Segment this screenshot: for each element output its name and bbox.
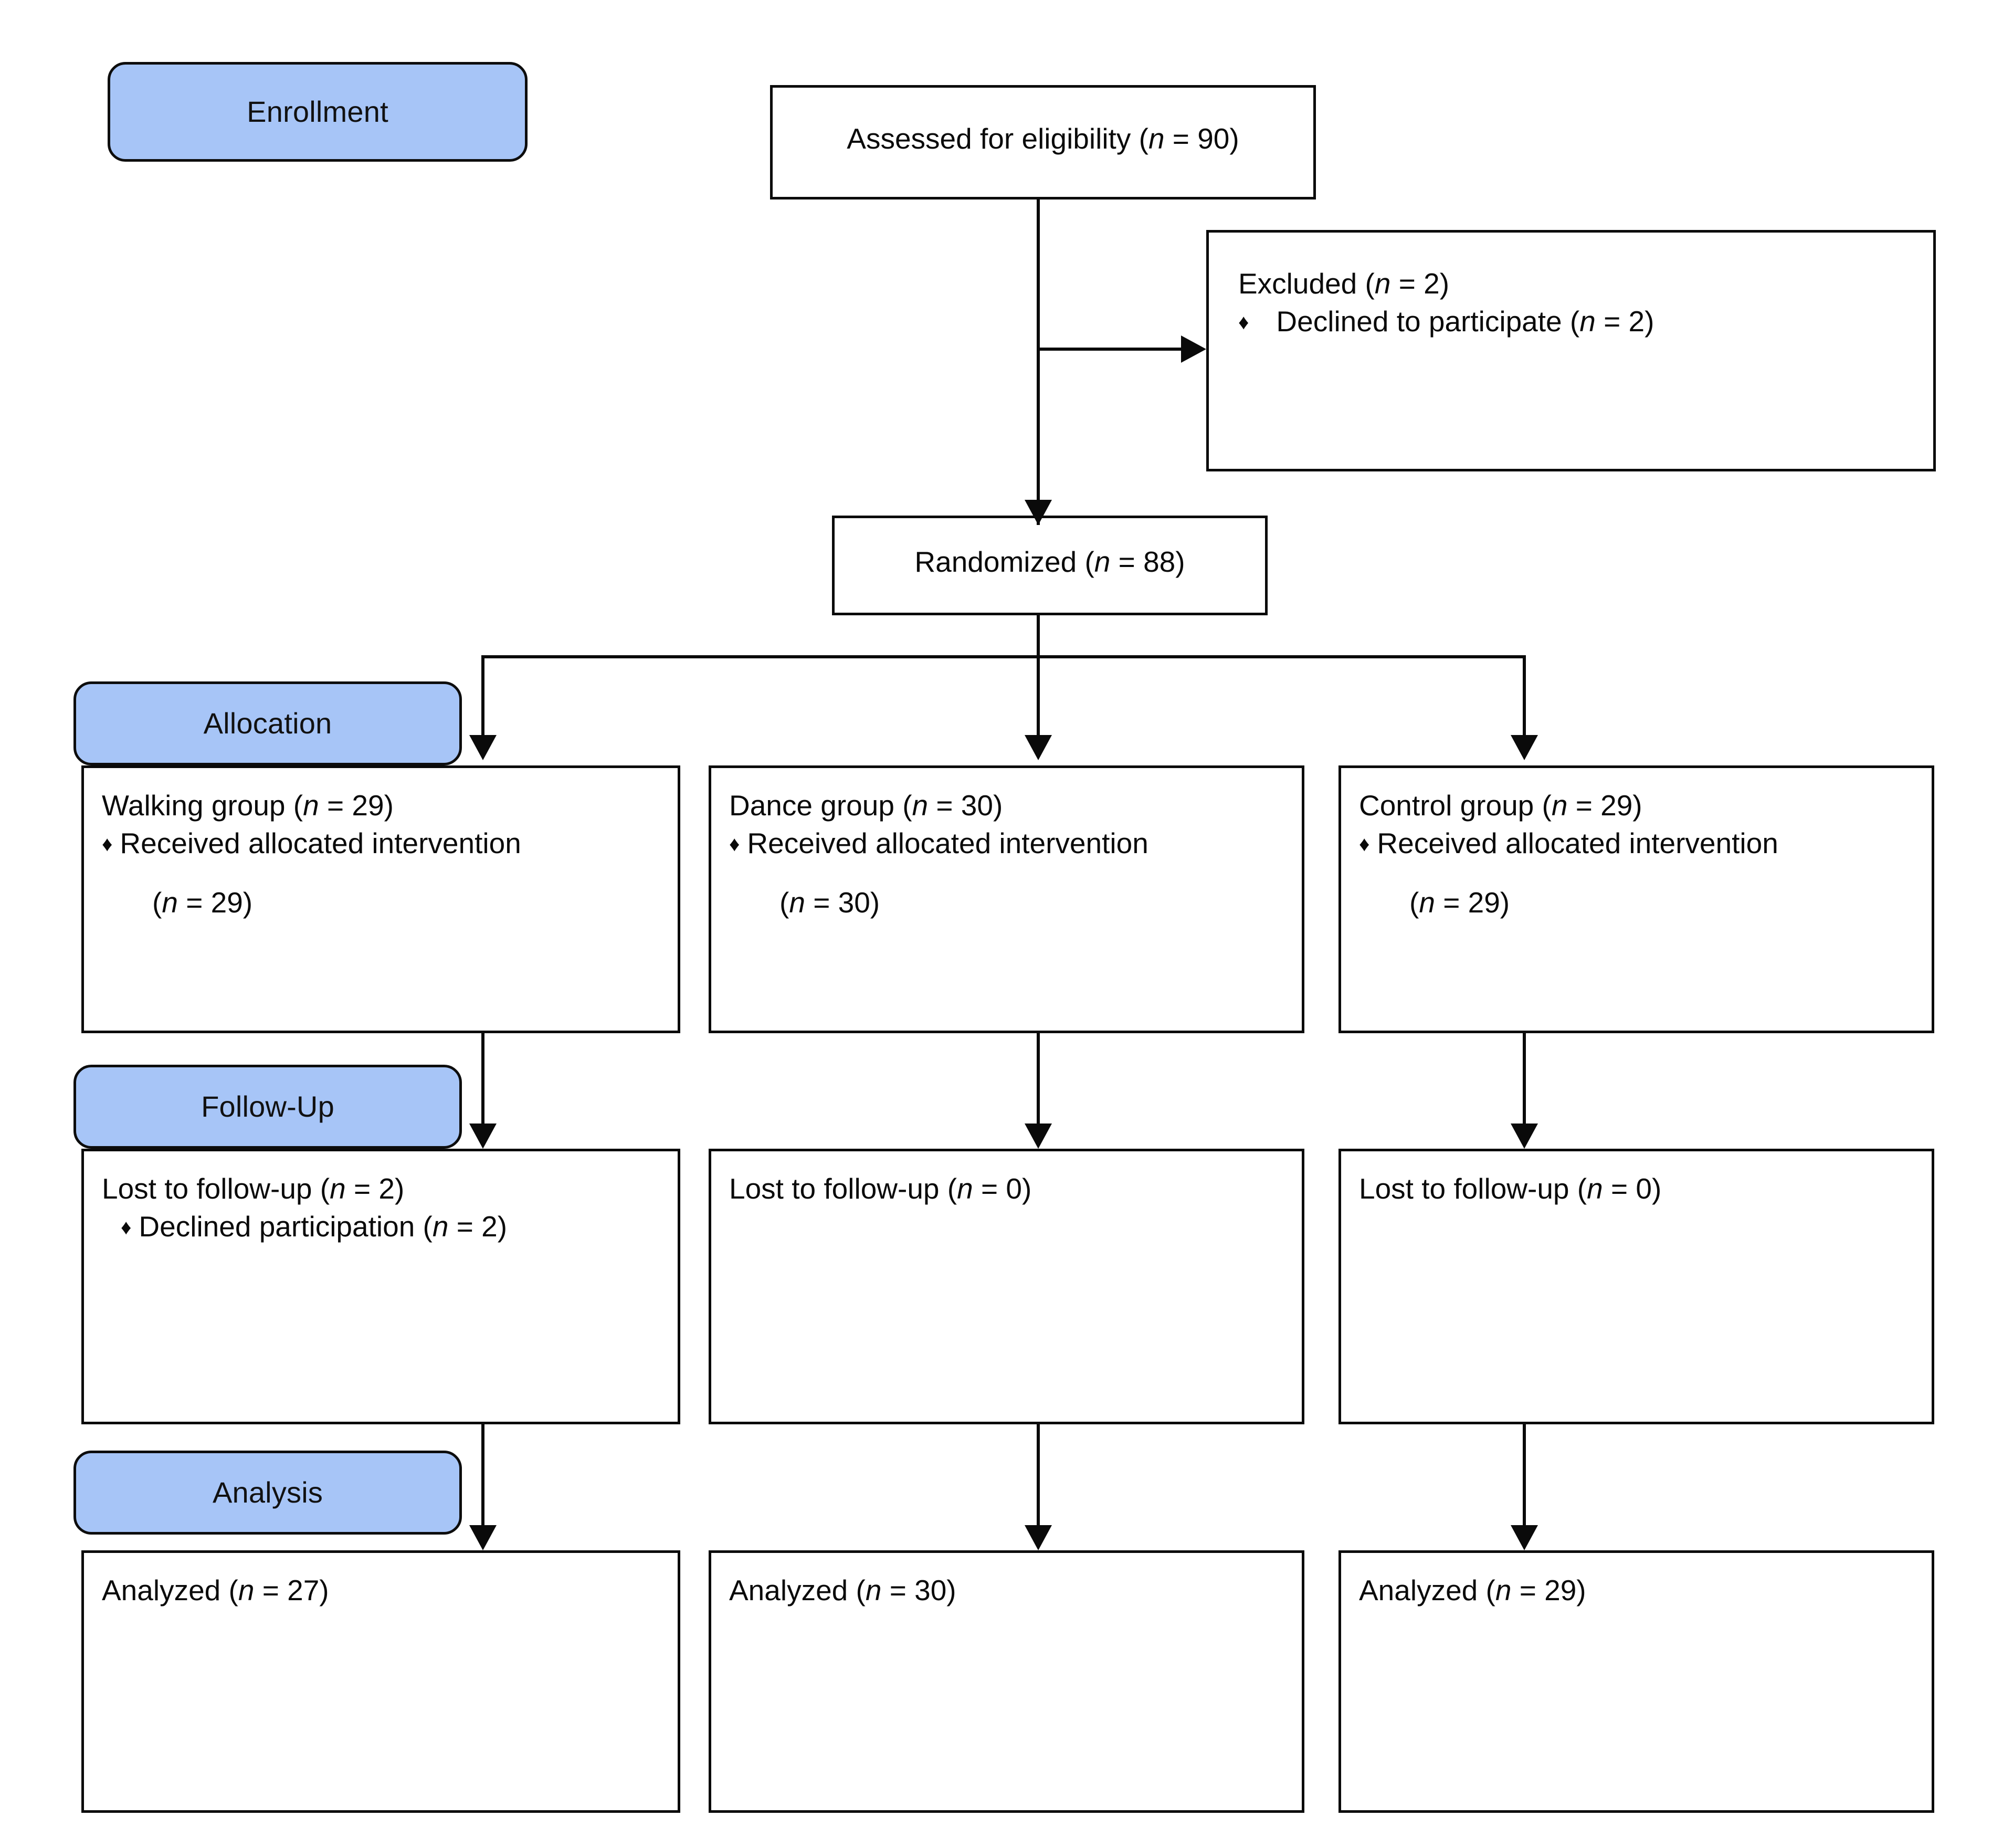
control-analyzed-text: Analyzed (n = 29) — [1359, 1574, 1586, 1606]
arrow-to-randomized — [1025, 500, 1052, 525]
control-analyzed-n: n — [1495, 1574, 1512, 1606]
control-received-label: Received allocated intervention — [1377, 826, 1778, 859]
box-allocation-control: Control group (n = 29) ♦ Received alloca… — [1338, 765, 1934, 1033]
dance-received-item: ♦ Received allocated intervention — [729, 825, 1284, 863]
box-assessed-for-eligibility: Assessed for eligibility (n = 90) — [770, 85, 1316, 200]
control-received-count: (n = 29) — [1409, 886, 1510, 919]
walking-title-n: n — [303, 789, 319, 822]
walking-group-title: Walking group (n = 29) — [102, 789, 394, 822]
phase-badge-followup: Follow-Up — [73, 1065, 462, 1149]
connector-drop-dance — [1037, 655, 1040, 755]
connector-walking-alloc-to-followup — [481, 1033, 484, 1138]
box-randomized: Randomized (n = 88) — [832, 516, 1268, 615]
control-lost-n: n — [1587, 1172, 1603, 1205]
phase-badge-allocation-label: Allocation — [203, 707, 332, 740]
diamond-bullet-icon: ♦ — [1359, 832, 1370, 856]
randomized-n-symbol: n — [1094, 545, 1111, 578]
arrow-to-walking-followup — [469, 1124, 497, 1149]
walking-received-item: ♦ Received allocated intervention — [102, 825, 660, 863]
connector-dance-alloc-to-followup — [1037, 1033, 1040, 1138]
control-group-title: Control group (n = 29) — [1359, 789, 1642, 822]
diamond-bullet-icon: ♦ — [102, 832, 113, 856]
dance-title-n: n — [912, 789, 929, 822]
assessed-n-symbol: n — [1148, 122, 1165, 155]
phase-badge-allocation: Allocation — [73, 681, 462, 765]
box-analysis-walking: Analyzed (n = 27) — [81, 1550, 680, 1813]
phase-badge-enrollment: Enrollment — [108, 62, 528, 162]
connector-randomized-stem — [1037, 615, 1040, 657]
excluded-heading-n: n — [1374, 267, 1391, 300]
walking-received-label: Received allocated intervention — [120, 826, 521, 859]
connector-drop-walking — [481, 655, 484, 755]
control-lost-text: Lost to follow-up (n = 0) — [1359, 1172, 1662, 1205]
arrow-to-control-analysis — [1511, 1525, 1538, 1550]
walking-received-count-n: n — [162, 886, 178, 919]
box-followup-control: Lost to follow-up (n = 0) — [1338, 1149, 1934, 1424]
dance-analyzed-n: n — [865, 1574, 882, 1606]
assessed-text: Assessed for eligibility (n = 90) — [847, 122, 1239, 155]
connector-control-followup-to-analysis — [1523, 1424, 1526, 1540]
walking-lost-n: n — [330, 1172, 346, 1205]
walking-analyzed-n: n — [238, 1574, 255, 1606]
arrow-to-dance-followup — [1025, 1124, 1052, 1149]
dance-received-count: (n = 30) — [779, 886, 880, 919]
diamond-bullet-icon: ♦ — [729, 832, 740, 856]
walking-lost-reason-text: Declined participation (n = 2) — [139, 1210, 508, 1243]
box-excluded: Excluded (n = 2) ♦ Declined to participa… — [1206, 230, 1936, 471]
dance-lost-text: Lost to follow-up (n = 0) — [729, 1172, 1032, 1205]
excluded-reason-item: ♦ Declined to participate (n = 2) — [1238, 303, 1915, 341]
walking-analyzed-text: Analyzed (n = 27) — [102, 1574, 329, 1606]
connector-dance-followup-to-analysis — [1037, 1424, 1040, 1540]
phase-badge-analysis: Analysis — [73, 1451, 462, 1535]
phase-badge-followup-label: Follow-Up — [201, 1090, 334, 1123]
diamond-bullet-icon: ♦ — [121, 1215, 132, 1239]
walking-received-count: (n = 29) — [152, 886, 253, 919]
phase-badge-analysis-label: Analysis — [212, 1476, 323, 1509]
dance-group-title: Dance group (n = 30) — [729, 789, 1003, 822]
control-received-count-n: n — [1419, 886, 1435, 919]
diamond-bullet-icon: ♦ — [1238, 310, 1249, 334]
box-analysis-control: Analyzed (n = 29) — [1338, 1550, 1934, 1813]
dance-lost-n: n — [957, 1172, 973, 1205]
arrow-to-excluded — [1181, 335, 1206, 363]
dance-received-label: Received allocated intervention — [747, 826, 1148, 859]
arrow-to-dance-group — [1025, 735, 1052, 760]
connector-walking-followup-to-analysis — [481, 1424, 484, 1540]
arrow-to-walking-group — [469, 735, 497, 760]
walking-lost-reason-n: n — [432, 1210, 449, 1243]
connector-to-excluded — [1037, 348, 1184, 351]
connector-control-alloc-to-followup — [1523, 1033, 1526, 1138]
arrow-to-control-group — [1511, 735, 1538, 760]
control-title-n: n — [1551, 789, 1568, 822]
box-followup-walking: Lost to follow-up (n = 2) ♦ Declined par… — [81, 1149, 680, 1424]
dance-analyzed-text: Analyzed (n = 30) — [729, 1574, 956, 1606]
connector-assessed-stem — [1037, 200, 1040, 525]
randomized-text: Randomized (n = 88) — [914, 545, 1185, 578]
box-allocation-dance: Dance group (n = 30) ♦ Received allocate… — [709, 765, 1304, 1033]
box-analysis-dance: Analyzed (n = 30) — [709, 1550, 1304, 1813]
arrow-to-control-followup — [1511, 1124, 1538, 1149]
phase-badge-enrollment-label: Enrollment — [247, 95, 388, 128]
walking-lost-text: Lost to follow-up (n = 2) — [102, 1172, 405, 1205]
excluded-heading: Excluded (n = 2) — [1238, 267, 1450, 300]
arrow-to-dance-analysis — [1025, 1525, 1052, 1550]
dance-received-count-n: n — [789, 886, 805, 919]
connector-allocation-distributor — [481, 655, 1526, 658]
box-allocation-walking: Walking group (n = 29) ♦ Received alloca… — [81, 765, 680, 1033]
excluded-reason-n: n — [1579, 304, 1596, 338]
control-received-item: ♦ Received allocated intervention — [1359, 825, 1914, 863]
arrow-to-walking-analysis — [469, 1525, 497, 1550]
connector-drop-control — [1523, 655, 1526, 755]
walking-lost-reason-item: ♦ Declined participation (n = 2) — [102, 1208, 660, 1246]
excluded-reason-text: Declined to participate (n = 2) — [1276, 304, 1654, 338]
box-followup-dance: Lost to follow-up (n = 0) — [709, 1149, 1304, 1424]
